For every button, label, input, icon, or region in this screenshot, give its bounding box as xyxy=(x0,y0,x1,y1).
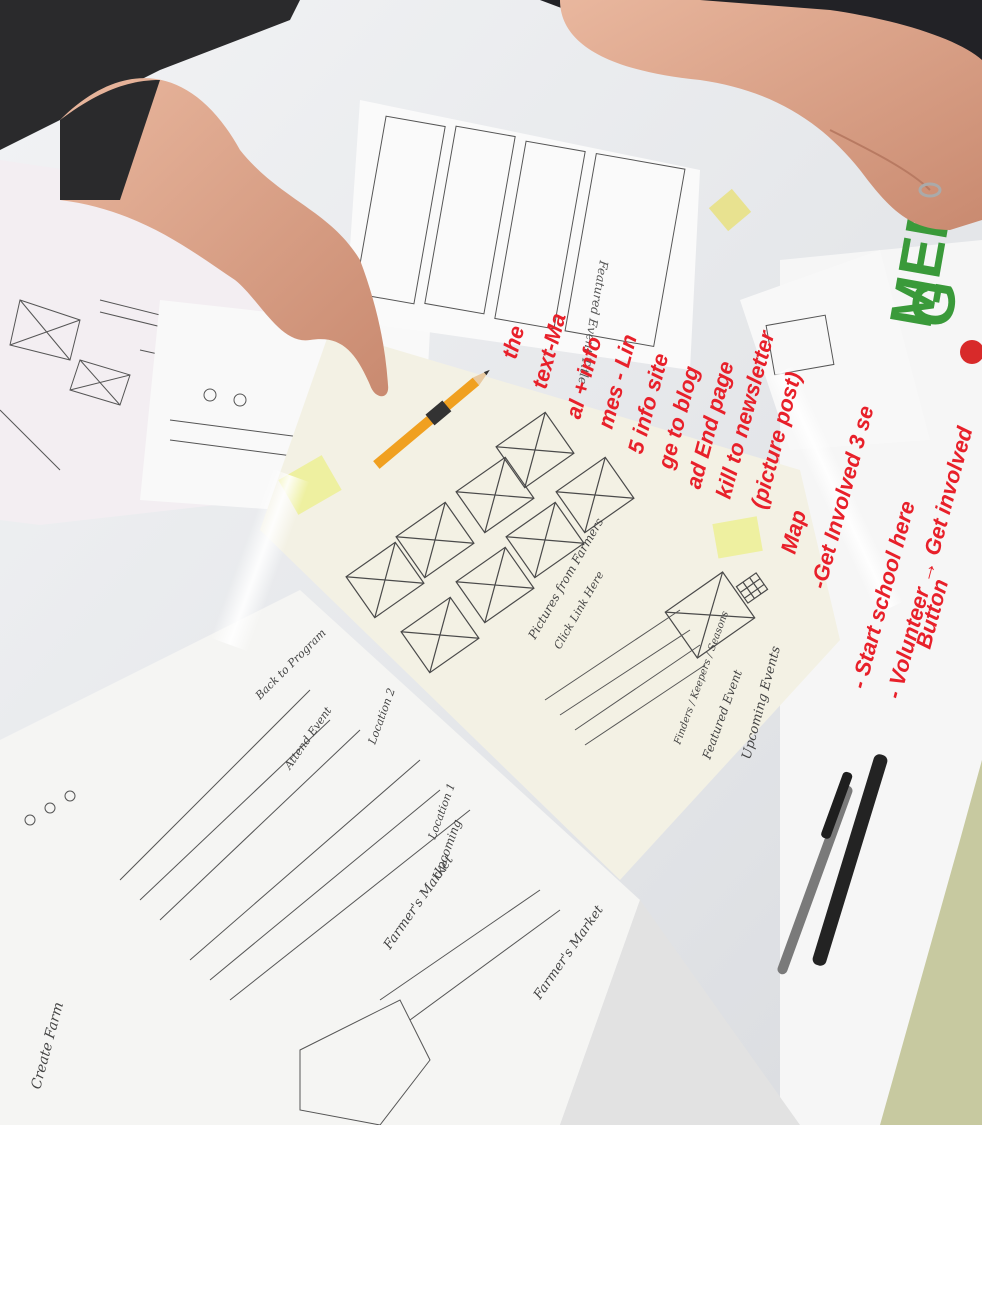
pencil xyxy=(373,369,490,469)
glare xyxy=(210,468,310,652)
top-wireframe-sheet: Featured Event Title xyxy=(345,100,700,385)
pens xyxy=(777,754,888,975)
hand xyxy=(60,78,389,397)
photo-placeholders xyxy=(345,411,769,674)
lower-wireframe-sheet: Farmer's Market Farmer's Market Upcoming… xyxy=(0,590,800,1125)
svg-text:G: G xyxy=(897,275,971,333)
blank-bottom-area xyxy=(0,1125,982,1309)
scene-svg: Featured Event Title MER G Farmer's Mark… xyxy=(0,0,982,1125)
sticky-note xyxy=(708,188,752,232)
sticky-note xyxy=(712,516,763,559)
glare xyxy=(766,365,904,615)
board-edge xyxy=(880,760,982,1125)
photo: Featured Event Title MER G Farmer's Mark… xyxy=(0,0,982,1125)
hand-right xyxy=(560,0,982,230)
